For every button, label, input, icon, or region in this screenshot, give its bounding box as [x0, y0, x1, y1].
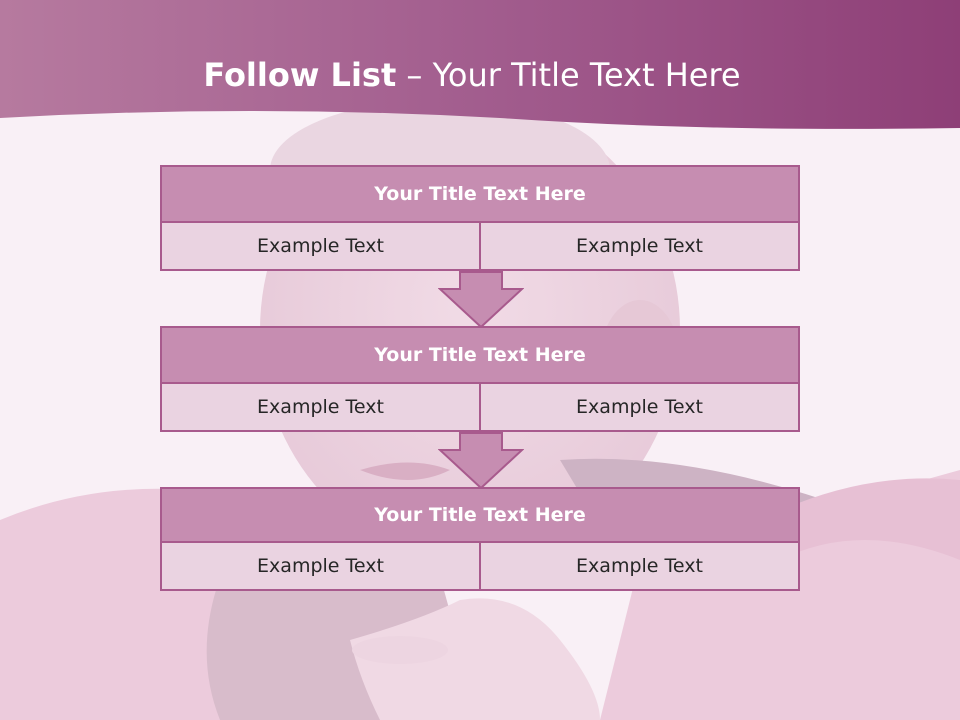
follow-block-2: Your Title Text Here Example Text Exampl… [160, 326, 800, 432]
block-cell-right: Example Text [479, 382, 800, 432]
header-band [0, 0, 960, 129]
down-arrow-icon [438, 432, 524, 490]
block-title: Your Title Text Here [160, 487, 800, 543]
down-arrow-icon [438, 271, 524, 329]
title-bold: Follow List [203, 56, 397, 94]
follow-block-3: Your Title Text Here Example Text Exampl… [160, 487, 800, 593]
follow-block-1: Your Title Text Here Example Text Exampl… [160, 165, 800, 271]
block-title: Your Title Text Here [160, 326, 800, 384]
title-rest: – Your Title Text Here [396, 56, 741, 94]
block-cell-right: Example Text [479, 221, 800, 271]
block-cell-right: Example Text [479, 541, 800, 591]
block-cell-left: Example Text [160, 382, 481, 432]
block-title: Your Title Text Here [160, 165, 800, 223]
slide-title: Follow List – Your Title Text Here [0, 52, 944, 98]
block-cell-left: Example Text [160, 221, 481, 271]
block-cell-left: Example Text [160, 541, 481, 591]
